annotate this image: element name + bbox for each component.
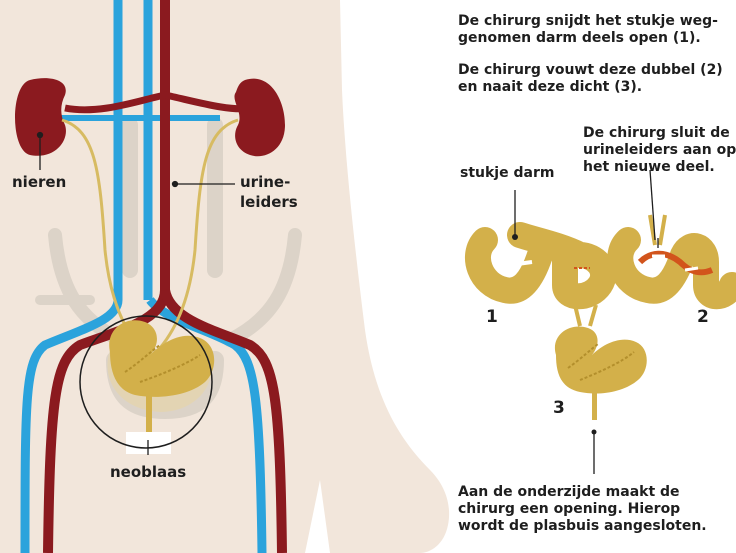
step-d-text: Aan de onderzijde maakt de chirurg een o… bbox=[458, 484, 707, 535]
step-c-line-3: het nieuwe deel. bbox=[583, 159, 736, 176]
label-neobladder: neoblaas bbox=[110, 463, 186, 481]
label-intestine-piece: stukje darm bbox=[460, 165, 554, 182]
label-ureters-line-2: leiders bbox=[240, 192, 298, 212]
step-d-line-3: wordt de plasbuis aangesloten. bbox=[458, 518, 707, 535]
step-a-text: De chirurg snijdt het stukje weg- genome… bbox=[458, 13, 718, 47]
step-number-3: 3 bbox=[553, 398, 565, 418]
step-c-line-1: De chirurg sluit de bbox=[583, 125, 736, 142]
step-d-line-1: Aan de onderzijde maakt de bbox=[458, 484, 707, 501]
step1-intestine bbox=[478, 234, 603, 296]
step-a-line-2: genomen darm deels open (1). bbox=[458, 30, 718, 47]
label-kidneys: nieren bbox=[12, 173, 66, 191]
step-number-2: 2 bbox=[697, 307, 709, 327]
step-b-line-2: en naait deze dicht (3). bbox=[458, 79, 723, 96]
step-b-text: De chirurg vouwt deze dubbel (2) en naai… bbox=[458, 62, 723, 96]
step-c-line-2: urineleiders aan op bbox=[583, 142, 736, 159]
step-c-text: De chirurg sluit de urineleiders aan op … bbox=[583, 125, 736, 176]
label-ureters-line-1: urine- bbox=[240, 172, 298, 192]
step2-intestine bbox=[620, 215, 732, 296]
label-ureters: urine- leiders bbox=[240, 172, 298, 212]
step-b-line-1: De chirurg vouwt deze dubbel (2) bbox=[458, 62, 723, 79]
step-d-line-2: chirurg een opening. Hierop bbox=[458, 501, 707, 518]
step-a-line-1: De chirurg snijdt het stukje weg- bbox=[458, 13, 718, 30]
step-number-1: 1 bbox=[486, 307, 498, 327]
step3-intestine bbox=[555, 305, 647, 435]
